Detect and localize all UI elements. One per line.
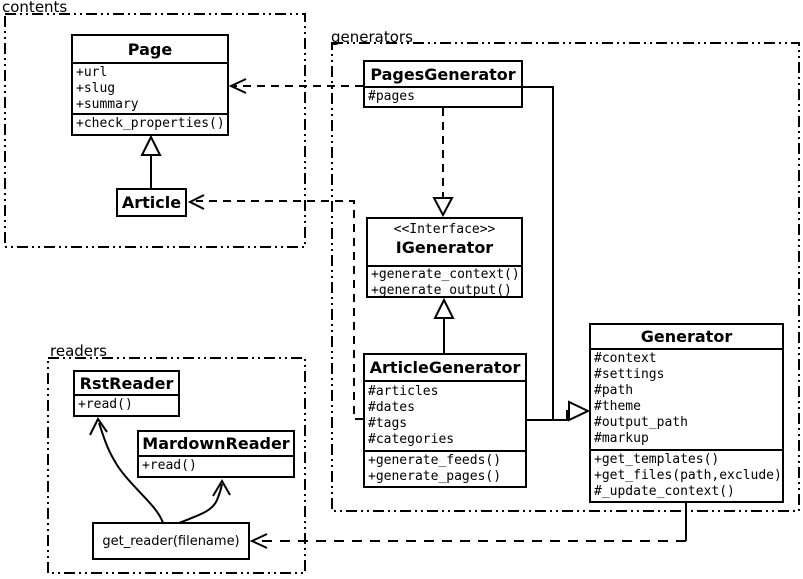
package-border-readers [47, 357, 306, 574]
class-page-name: Page [127, 39, 173, 59]
attribute: #articles [368, 384, 439, 399]
attribute: #pages [368, 89, 415, 104]
call-getreader-to-rstreader-arrowhead [89, 417, 108, 436]
class-generator: Generator #context #settings #path #them… [589, 323, 784, 503]
attribute: +url [76, 65, 108, 80]
class-mardownreader-name: MardownReader [142, 434, 290, 453]
method: +read() [78, 397, 133, 412]
attribute: #output_path [594, 415, 688, 430]
class-articlegenerator: ArticleGenerator #articles #dates #tags … [363, 353, 527, 488]
class-mardownreader-methods: +read() [139, 455, 293, 476]
get-reader-box: get_reader(filename) [92, 522, 250, 560]
dependency-articlegenerator-to-article-arrowhead [187, 194, 205, 210]
class-generator-methods: +get_templates() +get_files(path,exclude… [591, 449, 782, 501]
class-mardownreader: MardownReader +read() [137, 430, 295, 478]
class-article-name: Article [121, 193, 182, 212]
generalization-article-to-page-triangle [140, 134, 162, 156]
class-igenerator-stereotype: <<Interface>> [393, 222, 496, 237]
method: +read() [142, 458, 197, 473]
dependency-pagesgenerator-to-page-arrowhead [228, 78, 247, 94]
attribute: #dates [368, 400, 415, 415]
class-igenerator-name: IGenerator [395, 238, 494, 257]
package-label-contents: contents [2, 0, 68, 16]
method: +generate_pages() [368, 469, 502, 484]
method: #_update_context() [594, 484, 735, 499]
class-pagesgenerator-name: PagesGenerator [370, 64, 516, 84]
generalization-to-generator-triangle [568, 400, 591, 422]
attribute: #theme [594, 399, 641, 414]
method: +generate_feeds() [368, 453, 502, 468]
method: +check_properties() [76, 116, 225, 131]
class-generator-name: Generator [640, 327, 733, 346]
call-getreader-to-mardownreader-arrowhead [212, 479, 231, 497]
call-getreader-to-rstreader-curve [98, 422, 164, 524]
attribute: #markup [594, 431, 649, 446]
attribute: +slug [76, 81, 116, 96]
package-label-generators: generators [331, 28, 413, 46]
call-getreader-to-mardownreader-curve [178, 483, 223, 524]
attribute: #tags [368, 416, 408, 431]
class-generator-attributes: #context #settings #path #theme #output_… [591, 348, 782, 449]
method: +get_files(path,exclude) [594, 468, 782, 483]
class-rstreader-name: RstReader [79, 373, 174, 393]
class-articlegenerator-name: ArticleGenerator [369, 358, 521, 377]
class-rstreader-methods: +read() [75, 394, 178, 415]
class-articlegenerator-methods: +generate_feeds() +generate_pages() [365, 450, 525, 486]
class-igenerator-header: <<Interface>> IGenerator [368, 222, 521, 265]
class-article: Article [116, 188, 187, 217]
class-rstreader: RstReader +read() [73, 370, 180, 417]
realization-pagesgenerator-to-igenerator-triangle [432, 197, 454, 218]
class-page-attributes: +url +slug +summary [73, 62, 227, 113]
attribute: #settings [594, 367, 665, 382]
method: +get_templates() [594, 452, 720, 467]
class-page-methods: +check_properties() [73, 113, 227, 134]
attribute: #path [594, 383, 634, 398]
package-label-readers: readers [50, 342, 107, 360]
class-articlegenerator-attributes: #articles #dates #tags #categories [365, 380, 525, 450]
method: +generate_output() [371, 283, 512, 298]
class-pagesgenerator-attributes: #pages [365, 86, 521, 106]
package-border-generators [331, 42, 800, 512]
dependency-generator-to-getreader-arrowhead [249, 533, 268, 549]
method: +generate_context() [371, 267, 520, 282]
class-pagesgenerator: PagesGenerator #pages [363, 60, 523, 108]
dependency-articlegenerator-to-article-line [196, 200, 363, 420]
attribute: +summary [76, 97, 139, 112]
attribute: #context [594, 351, 657, 366]
class-igenerator: <<Interface>> IGenerator +generate_conte… [366, 217, 523, 298]
generalization-articlegenerator-to-igenerator-triangle [433, 297, 455, 319]
generalization-pagesgenerator-to-generator-line [523, 86, 569, 421]
class-igenerator-methods: +generate_context() +generate_output() [368, 265, 521, 299]
attribute: #categories [368, 432, 455, 447]
class-page: Page +url +slug +summary +check_properti… [71, 34, 229, 136]
package-border-contents [4, 13, 306, 248]
